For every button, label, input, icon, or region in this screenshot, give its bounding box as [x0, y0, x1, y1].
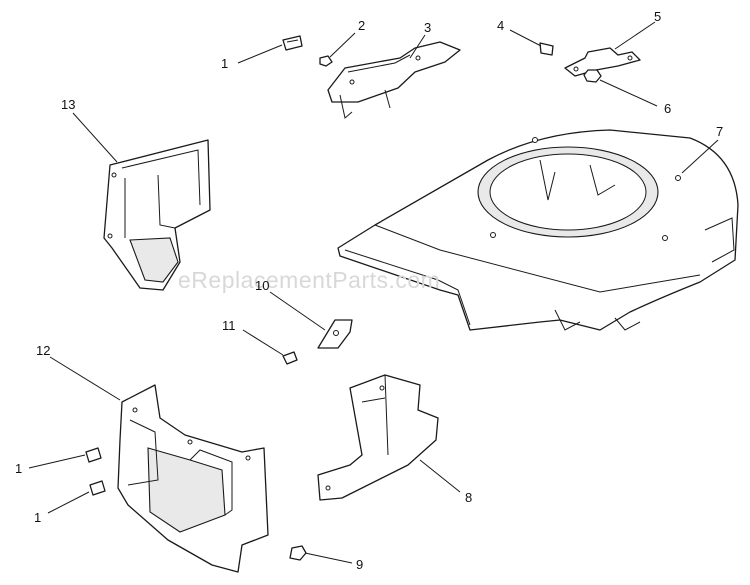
callout-1-top: 1: [221, 56, 228, 71]
clip: [317, 319, 353, 349]
callout-7: 7: [716, 124, 723, 139]
bolt-1-lower: [89, 480, 106, 496]
nut-6: [583, 69, 602, 83]
bolt-1-upper: [85, 447, 102, 463]
leader-lines: [28, 21, 719, 564]
screw-11: [282, 351, 298, 365]
callout-labels: 1 2 3 4 5 6 7 13 10 11 12 1 1 8 9: [15, 9, 723, 572]
callout-6: 6: [664, 101, 671, 116]
lower-bracket: [317, 374, 439, 501]
nut-2: [319, 55, 333, 67]
callout-10: 10: [255, 278, 269, 293]
callout-3: 3: [424, 20, 431, 35]
nut-9: [289, 545, 307, 561]
callout-5: 5: [654, 9, 661, 24]
blower-housing: [337, 129, 739, 331]
side-shroud: [103, 139, 211, 291]
fasteners: [85, 35, 602, 561]
callout-8: 8: [465, 490, 472, 505]
callout-11: 11: [222, 318, 236, 333]
callout-4: 4: [497, 18, 504, 33]
lower-shroud: [117, 384, 269, 573]
callout-13: 13: [61, 97, 75, 112]
callout-1-bottom: 1: [34, 510, 41, 525]
watermark: eReplacementParts.com: [178, 267, 440, 293]
callout-12: 12: [36, 343, 50, 358]
bracket: [327, 41, 461, 119]
callout-2: 2: [358, 18, 365, 33]
callout-1-middle: 1: [15, 461, 22, 476]
clamp: [564, 47, 641, 77]
bolt-1-top: [282, 35, 303, 51]
callout-9: 9: [356, 557, 363, 572]
screw-4: [539, 42, 554, 56]
